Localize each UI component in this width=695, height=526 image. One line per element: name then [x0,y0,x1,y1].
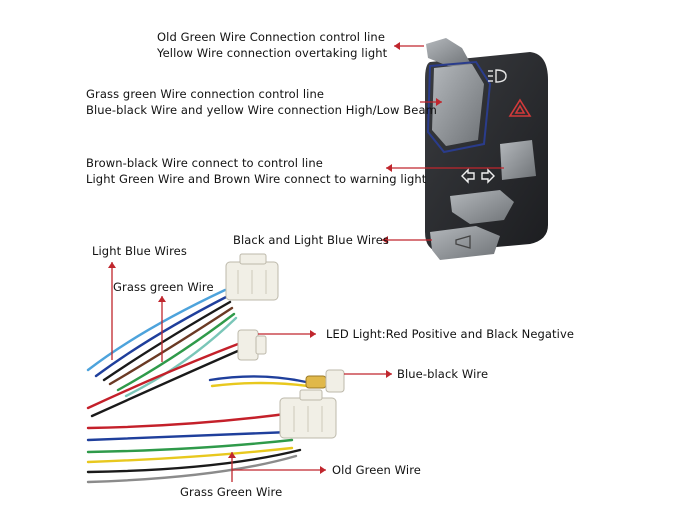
label-led-light: LED Light:Red Positive and Black Negativ… [326,327,575,341]
beam-rocker [432,64,484,146]
horn-button [430,226,500,260]
beam-rocker-outline [426,60,492,154]
led-plug [237,329,267,361]
headlight-icon [488,69,507,83]
label-grass-green-wire: Grass green Wire [113,280,214,294]
switch-arrows [382,42,504,244]
harness-arrows [108,262,392,482]
label-old-green-line1: Old Green Wire Connection control line [157,30,385,44]
lower-connector [279,389,337,439]
handlebar-switch [425,38,548,260]
label-blue-black-wire: Blue-black Wire [397,367,489,381]
label-grass-green-line1: Grass green Wire connection control line [86,87,325,101]
turn-signal-slider [450,190,514,224]
horn-icon [455,235,471,249]
label-old-green-wire: Old Green Wire [332,463,421,477]
turn-arrows-icon [461,168,495,184]
overtake-paddle [426,38,472,66]
label-grass-green-line2: Blue-black Wire and yellow Wire connecti… [86,103,437,117]
upper-connector [225,253,279,301]
hazard-triangle-icon [508,98,532,117]
label-old-green-line2: Yellow Wire connection overtaking light [157,46,388,60]
wire-harness [86,288,310,484]
label-light-blue-wires: Light Blue Wires [92,244,187,258]
label-brown-black-line1: Brown-black Wire connect to control line [86,156,323,170]
hazard-button [500,140,536,180]
label-grass-green-wire-bottom: Grass Green Wire [180,485,283,499]
label-black-light-blue: Black and Light Blue Wires [233,233,389,247]
bullet-terminal [305,369,345,393]
label-brown-black-line2: Light Green Wire and Brown Wire connect … [86,172,427,186]
